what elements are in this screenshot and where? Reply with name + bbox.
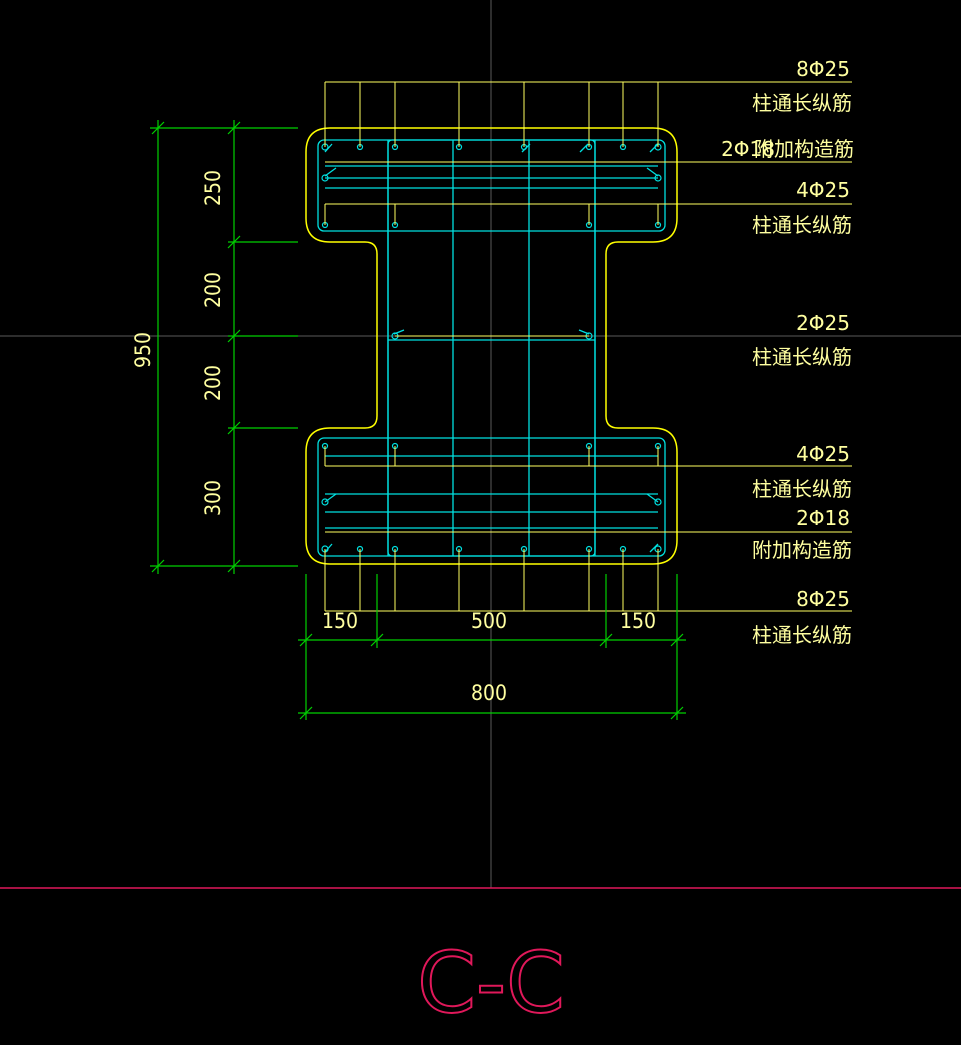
dim-total-height: 950 [131, 332, 155, 368]
dim-h4: 300 [201, 480, 225, 516]
annotation-desc: 附加构造筋 [754, 137, 854, 161]
rebar-cage [317, 139, 666, 557]
dim-w-right: 150 [620, 609, 656, 633]
annotation-spec: 2Φ18 [721, 137, 775, 161]
annotation-desc: 附加构造筋 [752, 538, 852, 562]
annotation-spec: 8Φ25 [796, 587, 850, 611]
dimension-lines [150, 120, 686, 720]
rebar-annotations: 8Φ25 柱通长纵筋 2Φ18 附加构造筋 4Φ25 柱通长纵筋 2Φ25 柱通… [721, 57, 854, 647]
dim-h1: 250 [201, 170, 225, 206]
annotation-spec: 4Φ25 [796, 178, 850, 202]
section-title: C-C [417, 934, 565, 1032]
section-outline [305, 127, 678, 565]
dim-w-left: 150 [322, 609, 358, 633]
dim-total-width: 800 [471, 681, 507, 705]
annotation-spec: 4Φ25 [796, 442, 850, 466]
annotation-spec: 2Φ18 [796, 506, 850, 530]
annotation-spec: 2Φ25 [796, 311, 850, 335]
dim-h3: 200 [201, 365, 225, 401]
annotation-desc: 柱通长纵筋 [752, 477, 852, 501]
dim-h2: 200 [201, 272, 225, 308]
dim-w-mid: 500 [471, 609, 507, 633]
leader-lines [324, 81, 852, 612]
annotation-desc: 柱通长纵筋 [752, 213, 852, 237]
annotation-desc: 柱通长纵筋 [752, 91, 852, 115]
annotation-desc: 柱通长纵筋 [752, 623, 852, 647]
annotation-spec: 8Φ25 [796, 57, 850, 81]
annotation-desc: 柱通长纵筋 [752, 345, 852, 369]
